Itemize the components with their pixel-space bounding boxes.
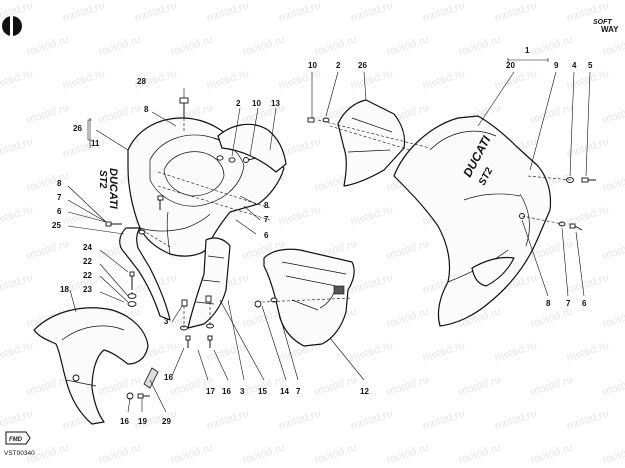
callout-2: 2 (236, 99, 241, 108)
washer-icon (127, 301, 137, 307)
callout-19: 19 (138, 417, 147, 426)
inner-cover (337, 99, 406, 187)
callout-29: 29 (162, 417, 171, 426)
callout-bracket (87, 119, 92, 141)
callout-14: 14 (280, 387, 289, 396)
corner-badge-icon (2, 16, 22, 36)
callout-3: 3 (164, 317, 169, 326)
callout-13: 13 (271, 99, 280, 108)
screw-icon (207, 335, 213, 348)
callout-2: 2 (336, 61, 341, 70)
callout-6: 6 (264, 231, 269, 240)
callout-8: 8 (546, 299, 551, 308)
logo-line2: WAY (601, 25, 619, 34)
fmd-badge-icon: FMD (5, 431, 31, 445)
upper-fairing-model-decal: ST2 (97, 170, 108, 189)
callout-25: 26 (73, 124, 82, 133)
screw-icon (185, 335, 191, 348)
screw-icon (205, 295, 212, 303)
screw-icon (254, 300, 262, 308)
screw-icon (181, 299, 188, 307)
callout-26: 26 (358, 61, 367, 70)
softway-logo: SOFT WAY (593, 19, 619, 34)
screw-icon (137, 393, 150, 399)
screw-icon (243, 157, 257, 163)
callout-6: 6 (57, 207, 62, 216)
screw-icon (105, 221, 122, 227)
callout-16: 16 (120, 417, 129, 426)
callout-23: 24 (83, 243, 92, 252)
callout-7: 7 (566, 299, 571, 308)
leader-lines (67, 59, 591, 413)
callout-8: 8 (264, 201, 269, 210)
callout-10: 10 (252, 99, 261, 108)
callout-bracket (507, 58, 549, 62)
washer-icon (216, 155, 224, 161)
callout-6: 6 (582, 299, 587, 308)
side-fairing-panel (263, 248, 355, 347)
callout-labels: 28 8 2 10 13 26 11 8 7 6 25 8 7 6 24 22 … (52, 46, 593, 426)
callout-7: 7 (264, 215, 269, 224)
callout-12: 12 (360, 387, 369, 396)
screw-icon (157, 195, 164, 210)
callout-20: 20 (506, 61, 515, 70)
washer-icon (138, 229, 146, 235)
callout-4: 4 (572, 61, 577, 70)
callout-16: 16 (164, 373, 173, 382)
callout-7: 7 (296, 387, 301, 396)
callout-7: 7 (57, 193, 62, 202)
upper-fairing-brand-decal: DUCATI (107, 168, 119, 210)
front-mudguard (33, 307, 149, 425)
badge-label: FMD (9, 437, 23, 443)
washer-icon (322, 117, 330, 123)
screw-icon (179, 97, 189, 118)
logo-line1: SOFT (593, 19, 612, 26)
drawing-code: VST00340 (4, 450, 35, 457)
inner-lower-panel (187, 237, 231, 329)
callout-21: 22 (83, 271, 92, 280)
screw-icon (581, 177, 596, 183)
callout-8: 8 (144, 105, 149, 114)
assembly-lines (131, 118, 573, 328)
callout-16: 16 (222, 387, 231, 396)
rubber-pad-icon (143, 367, 159, 389)
main-fairing-half: DUCATI ST2 (393, 115, 552, 327)
callout-22: 23 (83, 285, 92, 294)
callout-22: 22 (83, 257, 92, 266)
callout-5: 5 (588, 61, 593, 70)
callout-1: 1 (525, 46, 530, 55)
screw-icon (307, 117, 315, 123)
screw-icon (569, 223, 583, 231)
washer-icon (228, 157, 236, 163)
callout-15: 15 (258, 387, 267, 396)
callout-17: 17 (206, 387, 215, 396)
callout-11: 11 (91, 139, 100, 148)
callout-24: 25 (52, 221, 61, 230)
callout-9: 9 (554, 61, 559, 70)
washer-icon (270, 297, 278, 303)
callout-8: 8 (57, 179, 62, 188)
callout-3: 3 (240, 387, 245, 396)
callout-28: 28 (137, 77, 146, 86)
callout-18: 18 (60, 285, 69, 294)
headlight-support (119, 227, 171, 321)
callout-10: 10 (308, 61, 317, 70)
